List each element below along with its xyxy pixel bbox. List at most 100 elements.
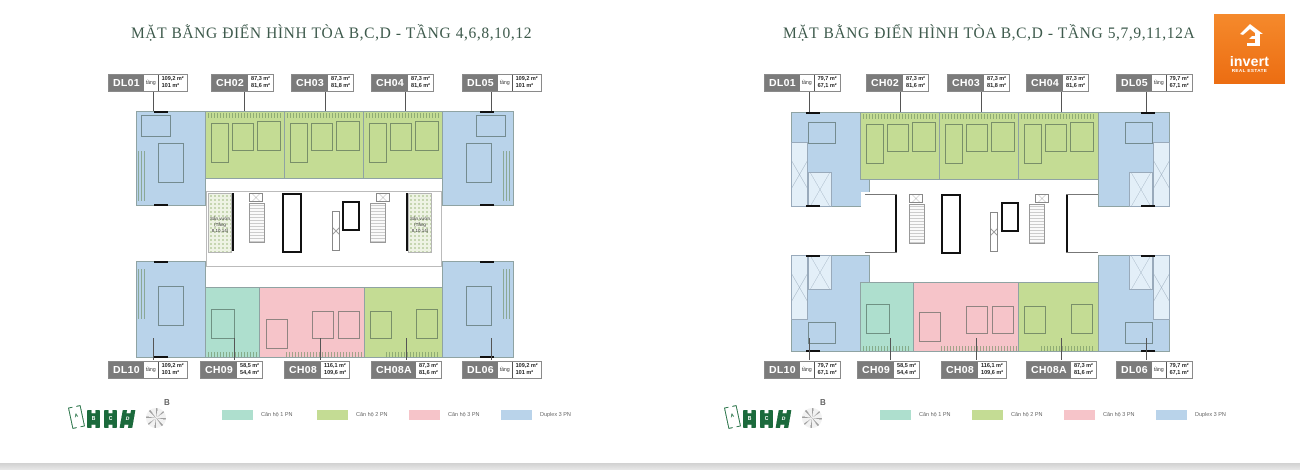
leader-line: [809, 338, 810, 360]
leader-line: [153, 338, 154, 360]
tower-key: A B C D B: [68, 398, 170, 429]
legend-swatch: [501, 410, 532, 420]
unit-dl06-area[interactable]: [442, 261, 514, 358]
room: [966, 124, 988, 152]
unit-dl10-area[interactable]: [136, 261, 206, 358]
legend-swatch: [222, 410, 253, 420]
unit-area-net: 54,4 m²: [897, 370, 917, 376]
unit-area-net: 67,1 m²: [1169, 83, 1189, 89]
unit-area-gross: 87,3 m²: [251, 76, 271, 82]
wall: [1066, 252, 1098, 253]
unit-area-net: 81,8 m²: [331, 83, 351, 89]
unit-area-gross: 109,2 m²: [515, 76, 538, 82]
unit-ch02-area[interactable]: [860, 112, 940, 180]
unit-code: CH03: [948, 75, 985, 91]
unit-dl05-area[interactable]: [442, 111, 514, 206]
unit-ch08a-area[interactable]: [364, 287, 443, 358]
unit-area-gross: 79,7 m²: [817, 363, 837, 369]
legend-label: Căn hộ 1 PN: [919, 412, 951, 418]
balcony: [386, 352, 440, 357]
sky-garden-left: Sân vườn(Tầng 8,10,14): [208, 193, 232, 253]
legend-item-2pn: Căn hộ 2 PN: [317, 410, 409, 420]
unit-ch04-area[interactable]: [1018, 112, 1099, 180]
leader-line: [325, 92, 326, 118]
leader-line: [320, 338, 321, 360]
unit-area-net: 101 m²: [161, 370, 180, 376]
unit-ch08a-area[interactable]: [1018, 282, 1099, 352]
tower-c-icon: C: [760, 410, 773, 428]
unit-area-net: 81,8 m²: [987, 83, 1007, 89]
unit-area-gross: 87,3 m²: [411, 76, 431, 82]
unit-area-net: 81,6 m²: [1073, 370, 1093, 376]
balcony: [138, 151, 146, 201]
sky-garden-floors: (Tầng 8,10,14): [211, 222, 229, 233]
unit-code: CH08A: [372, 362, 416, 378]
unit-ch03-area[interactable]: [939, 112, 1019, 180]
room: [415, 121, 439, 151]
wall: [865, 252, 897, 253]
balcony: [503, 269, 511, 319]
unit-ch09-area[interactable]: [205, 287, 260, 358]
legend-item-duplex: Duplex 3 PN: [501, 410, 571, 420]
unit-area-net: 81,6 m²: [411, 83, 431, 89]
shaft: [332, 211, 340, 251]
tower-a-icon: A: [68, 405, 85, 429]
compass-north-label: B: [820, 398, 826, 407]
unit-area-gross: 116,1 m²: [324, 363, 346, 369]
room: [1070, 122, 1094, 152]
legend-swatch: [880, 410, 911, 420]
unit-floor-tag: tầng: [800, 75, 815, 91]
invert-logo[interactable]: invert REAL ESTATE: [1214, 14, 1285, 84]
stairwell: [370, 203, 386, 243]
unit-code: DL05: [1117, 75, 1152, 91]
compass-rose: [146, 408, 166, 428]
leader-line: [234, 338, 235, 360]
unit-area-net: 109,6 m²: [324, 370, 347, 376]
unit-area-gross: 87,3 m²: [987, 76, 1007, 82]
unit-area-gross: 87,3 m²: [906, 76, 926, 82]
tower-b-icon: B: [87, 410, 100, 428]
unit-ch02-area[interactable]: [205, 111, 285, 179]
room: [311, 123, 333, 151]
unit-code: CH09: [201, 362, 238, 378]
room: [866, 124, 884, 164]
double-height-void: [1129, 255, 1153, 290]
balcony: [208, 113, 282, 118]
unit-floor-tag: tầng: [144, 362, 159, 378]
double-height-void: [791, 142, 808, 207]
legend-item-duplex: Duplex 3 PN: [1156, 410, 1226, 420]
floor-plan-drawing: Sân vườn(Tầng 8,10,14) Sân vườn(Tầng 8,1…: [136, 111, 514, 358]
legend-swatch: [409, 410, 440, 420]
wall: [806, 255, 820, 257]
unit-area-net: 67,1 m²: [817, 370, 837, 376]
unit-ch09-area[interactable]: [860, 282, 914, 352]
unit-area-net: 81,6 m²: [906, 83, 926, 89]
unit-floor-tag: tầng: [1152, 362, 1167, 378]
room: [912, 122, 936, 152]
room: [992, 306, 1014, 334]
